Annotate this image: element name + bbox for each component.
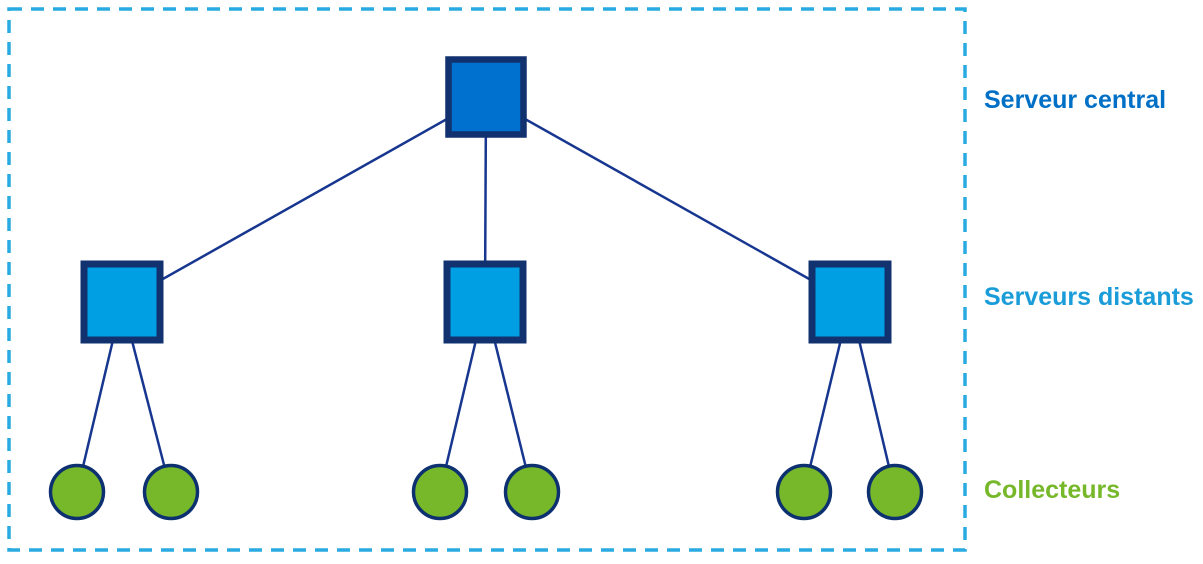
label-serveur-central: Serveur central	[984, 86, 1167, 114]
distant-server-node	[80, 260, 164, 344]
collector-node	[503, 463, 561, 521]
collector-node	[775, 463, 833, 521]
edge-central-to-distant	[485, 95, 851, 304]
label-collecteurs: Collecteurs	[984, 476, 1121, 504]
distant-server-node	[443, 260, 527, 344]
edge-central-to-distant	[121, 95, 487, 304]
distant-server-node	[808, 260, 892, 344]
collector-node	[411, 463, 469, 521]
central-server-node	[445, 56, 527, 138]
label-serveurs-distants: Serveurs distants	[984, 283, 1194, 311]
collector-node	[866, 463, 924, 521]
collector-node	[142, 463, 200, 521]
collector-node	[48, 463, 106, 521]
